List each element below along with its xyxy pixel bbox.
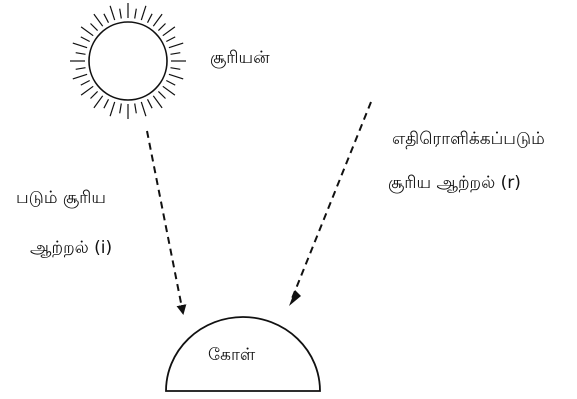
incident-energy-label-line1: படும் சூரிய [16, 188, 106, 208]
planet-label: கோள் [208, 345, 256, 365]
sun-ray [93, 95, 104, 109]
sun-ray [140, 101, 147, 117]
sun-ray [166, 36, 176, 43]
sun-ray [166, 79, 176, 86]
sun-ray [90, 23, 99, 32]
sun-ray [80, 79, 90, 86]
reflected-energy-arrow [290, 101, 372, 302]
sun-ray [162, 85, 176, 96]
sun-ray [72, 42, 88, 49]
sun-ray [80, 26, 94, 37]
sun-ray [152, 13, 163, 27]
sun-ray [134, 103, 137, 114]
sun-ray [134, 8, 137, 19]
sun-ray [90, 90, 99, 99]
sun-ray [170, 67, 181, 70]
sun-ray [75, 52, 86, 55]
sun-ray [75, 67, 86, 70]
sun-ray [140, 5, 147, 21]
reflected-energy-label-line1: எதிரொளிக்கப்படும் [392, 129, 545, 149]
sun-ray [168, 42, 184, 49]
sun-label: சூரியன் [210, 48, 270, 68]
sun-ray [170, 52, 181, 55]
sun-ray [157, 90, 166, 99]
sun-ray [103, 99, 110, 109]
sun-ray [168, 73, 184, 80]
sun-ray [109, 101, 116, 117]
sun-ray [119, 103, 122, 114]
sun-ray [80, 85, 94, 96]
reflected-energy-label-line2: சூரிய ஆற்றல் (r) [388, 173, 521, 193]
incident-energy-arrow [146, 130, 187, 315]
sun-ray [119, 8, 122, 19]
sun-ray [103, 13, 110, 23]
reflected-arrowhead [289, 290, 301, 306]
sun-ray [93, 13, 104, 27]
sun-icon [70, 3, 186, 119]
sun-ray [146, 13, 153, 23]
sun-ray [80, 36, 90, 43]
sun-ray [162, 26, 176, 37]
planet-hemisphere [165, 316, 321, 392]
sun-ray [109, 5, 116, 21]
sun-ray [152, 95, 163, 109]
incident-energy-label-line2: ஆற்றல் (i) [30, 238, 113, 258]
sun-ray [72, 73, 88, 80]
sun-ray [157, 23, 166, 32]
sun-ray [146, 99, 153, 109]
